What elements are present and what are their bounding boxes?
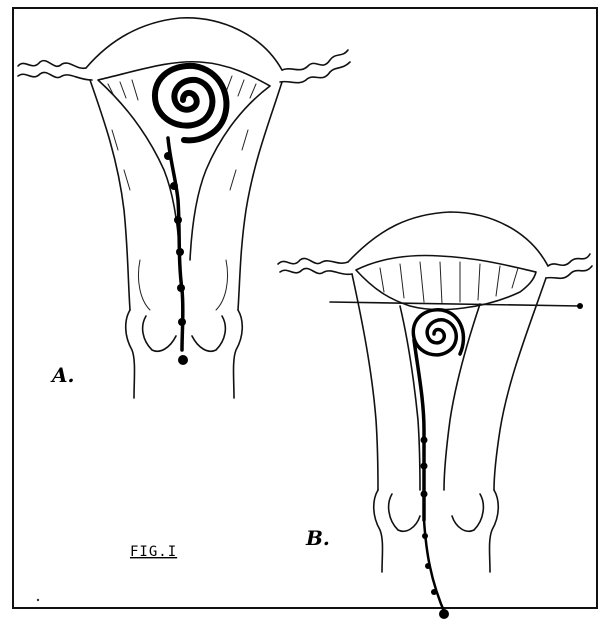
panel-a-label: A. — [50, 363, 74, 387]
panel-a-bead — [170, 182, 178, 190]
figure-caption: FIG.I — [130, 544, 177, 560]
panel-b-bead — [431, 589, 437, 595]
panel-b-left-wall — [352, 274, 378, 490]
panel-b-measure-line — [330, 302, 580, 306]
panel-b-bead — [421, 491, 428, 498]
panel-b-right-wall — [494, 278, 546, 490]
panel-a-left-wall — [90, 80, 130, 310]
panel-a-bead — [174, 216, 182, 224]
panel-b-hatching — [380, 262, 518, 304]
panel-b-bead — [422, 533, 428, 539]
figure-border — [13, 8, 597, 608]
panel-b-label: B. — [305, 526, 330, 550]
panel-b-uterus-drawing — [278, 212, 592, 619]
panel-b-bead — [421, 463, 428, 470]
panel-b-left-tube — [278, 258, 352, 274]
panel-a-left-tube — [18, 61, 92, 80]
panel-b-fundus — [348, 212, 548, 266]
scan-speck — [37, 599, 39, 601]
panel-b-right-tube — [546, 254, 592, 278]
panel-b-cervix — [374, 490, 499, 572]
panel-a-bead — [164, 152, 172, 160]
panel-a-iud-coil — [155, 66, 227, 140]
panel-b-bead — [425, 563, 431, 569]
panel-a-bead — [178, 318, 186, 326]
panel-a-bead — [176, 248, 184, 256]
panel-a-right-tube — [280, 50, 350, 83]
panel-b-measure-end — [577, 303, 583, 309]
panel-b-bead — [439, 609, 449, 619]
panel-b-fundus-bowl — [356, 256, 536, 310]
panel-a-bead — [177, 284, 185, 292]
panel-b-iud-coil — [413, 310, 463, 355]
panel-a-bead — [178, 355, 188, 365]
panel-b-bead — [421, 437, 428, 444]
panel-a-uterus-drawing — [18, 18, 350, 398]
panel-a-iud-stem — [168, 138, 183, 350]
panel-a-right-wall — [238, 82, 282, 310]
